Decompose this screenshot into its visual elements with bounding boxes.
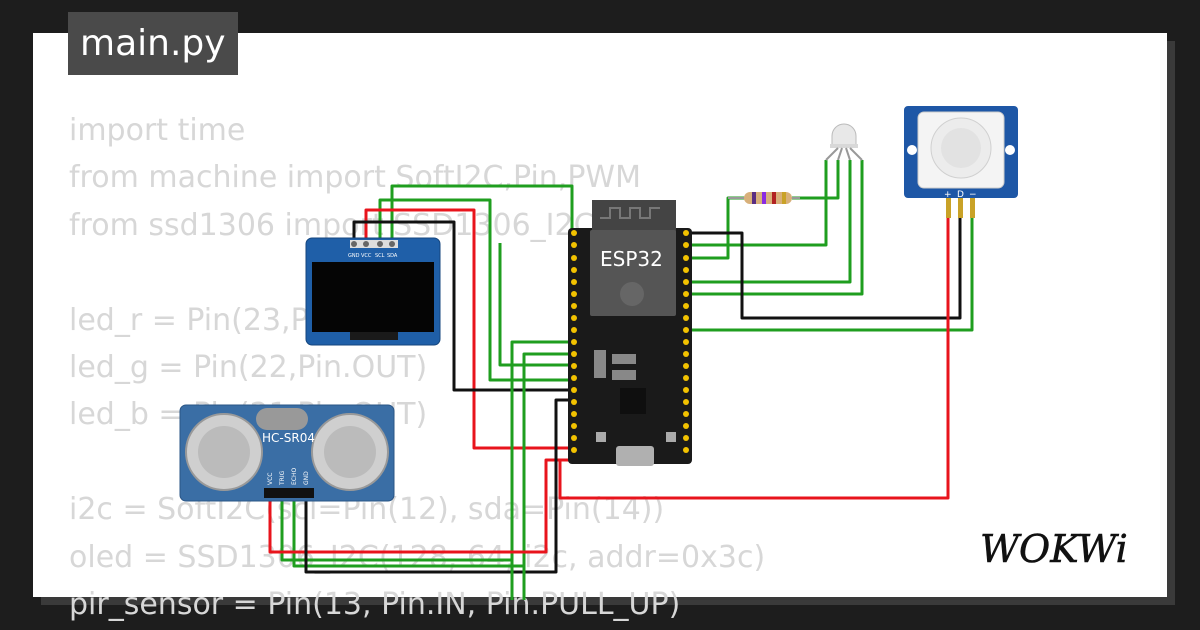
- code-line: led_g = Pin(22,Pin.OUT): [69, 349, 428, 385]
- oled-pin-label: GND: [348, 253, 360, 259]
- esp32-right-pins: [683, 230, 689, 453]
- code-line: from machine import SoftI2C,Pin,PWM: [69, 160, 641, 196]
- hc-pin-label: TRIG: [279, 470, 286, 486]
- oled-pin-label: SDA: [387, 253, 398, 259]
- wire-led-g[interactable]: [686, 196, 745, 260]
- pir-pin-label: D: [957, 190, 964, 200]
- hc-sr04-label: HC-SR04: [262, 431, 315, 445]
- oled-pin-headers: [350, 240, 398, 248]
- pir-pin-label: −: [969, 190, 977, 200]
- oled-pin-label: SCL: [375, 253, 385, 259]
- hc-pin-label: GND: [303, 471, 310, 485]
- wire-led-common[interactable]: [686, 160, 864, 296]
- esp32-board[interactable]: ESP32: [568, 200, 692, 466]
- wires: [268, 160, 974, 600]
- code-line: from ssd1306 import SSD1306_I2C: [69, 207, 595, 243]
- esp32-left-pins: [571, 230, 577, 453]
- wokwi-logo-text: WOKWi: [980, 527, 1128, 571]
- wokwi-logo: WOKWi: [980, 527, 1128, 572]
- resistor[interactable]: [728, 192, 800, 204]
- code-line: pir_sensor = Pin(13, Pin.IN, Pin.PULL_UP…: [69, 586, 681, 622]
- oled-pin-label: VCC: [361, 253, 372, 259]
- wire-led-r[interactable]: [686, 160, 828, 247]
- rgb-led[interactable]: [825, 123, 863, 161]
- wire-hcsr04-gnd[interactable]: [304, 398, 572, 574]
- wire-oled-gnd[interactable]: [352, 220, 572, 392]
- pir-sensor[interactable]: + D −: [904, 106, 1018, 218]
- esp32-label: ESP32: [600, 247, 663, 271]
- wire-resistor-out[interactable]: [792, 160, 840, 200]
- wire-oled-scl[interactable]: [378, 198, 572, 382]
- file-tab-main-py[interactable]: main.py: [68, 12, 238, 75]
- hc-sr04-sensor[interactable]: HC-SR04 VCC TRIG ECHO GND: [179, 404, 395, 502]
- code-line: import time: [69, 113, 246, 148]
- hc-pin-label: ECHO: [291, 468, 298, 485]
- wire-esp-gnd[interactable]: [686, 196, 962, 320]
- wire-pir-vcc[interactable]: [558, 196, 950, 500]
- oled-display[interactable]: GND VCC SCL SDA: [305, 237, 441, 346]
- pir-pin-label: +: [944, 190, 952, 200]
- code-line: oled = SSD1306_I2C(128, 64, i2c, addr=0x…: [69, 539, 766, 575]
- wire-pir-d[interactable]: [686, 196, 974, 332]
- hc-pin-label: VCC: [267, 473, 274, 485]
